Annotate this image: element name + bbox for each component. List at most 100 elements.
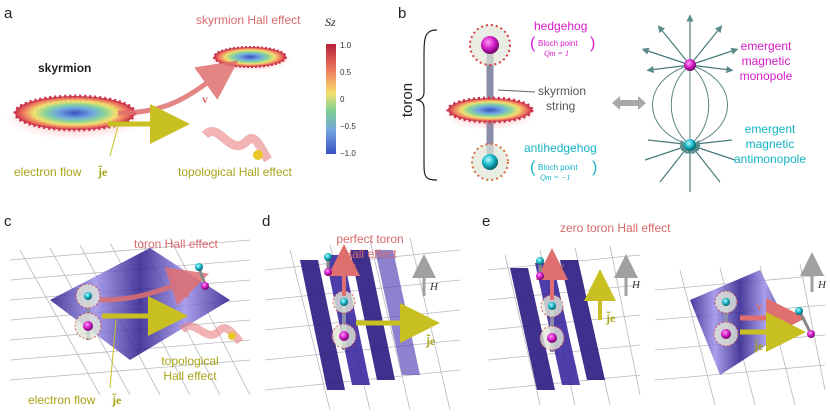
colorbar-title: Sz <box>325 15 336 29</box>
topological-hall-label-a: topological Hall effect <box>178 165 293 179</box>
dumbbell-rod-e2 <box>798 311 812 333</box>
current-symbol-d: j̃e <box>425 334 436 348</box>
antihedgehog-label: antihedgehog <box>524 141 597 155</box>
toron-top-core-c <box>84 292 92 300</box>
bloch-paren-top-open: ( <box>530 35 536 52</box>
cb-tick-4: −1.0 <box>340 149 356 158</box>
electron-flow-leader <box>109 125 119 157</box>
toron-bottom-core-d <box>339 331 349 341</box>
electron-flow-leader-c <box>109 319 117 389</box>
toron-skyrmion-disk <box>448 98 532 122</box>
antihedgehog-spines <box>471 143 509 181</box>
skyrmion-hall-title: skyrmion Hall effect <box>196 13 301 27</box>
dumbbell-cyan-e2 <box>795 307 803 315</box>
toron-bottom-core-e1 <box>547 333 557 343</box>
hedgehog-bloch-point <box>481 36 499 54</box>
dumbbell-magenta-e2 <box>807 330 815 338</box>
topological-label-c-2: Hall effect <box>163 369 217 383</box>
bloch-paren-bottom-open: ( <box>530 159 536 176</box>
panel-letter-d: d <box>262 213 270 230</box>
panel-letter-c: c <box>4 213 12 230</box>
wavy-surface-c <box>50 248 230 360</box>
topological-hall-wave <box>201 127 272 163</box>
zero-toron-title: zero toron Hall effect <box>560 221 671 235</box>
current-symbol-e2: j̃e <box>753 339 764 353</box>
skyrmion-string-label-1: skyrmion <box>538 84 586 98</box>
electron-flow-label-a: electron flow <box>14 165 82 179</box>
cb-tick-0: 1.0 <box>340 41 352 50</box>
electron-flow-label-c: electron flow <box>28 393 96 407</box>
emergent-field-lines <box>652 64 728 146</box>
bloch-paren-top-close: ) <box>590 35 595 52</box>
field-label-e1: H <box>631 279 641 291</box>
toron-label: toron <box>399 83 416 117</box>
skyrmion-disk <box>15 96 135 130</box>
monopole-spikes <box>641 14 739 74</box>
current-symbol-e1: j̃e <box>605 311 616 325</box>
wavy-surface-e <box>690 270 790 375</box>
dumbbell-cyan-e1 <box>536 257 544 265</box>
velocity-label-e1: v <box>558 259 564 273</box>
electron-marker-c <box>228 332 236 340</box>
bloch-point-top: Bloch point <box>538 39 578 48</box>
colorbar <box>326 44 336 154</box>
dumbbell-magenta-d <box>324 268 332 276</box>
skyrmion-label: skyrmion <box>38 61 91 75</box>
velocity-label-d: v <box>350 259 356 273</box>
hedgehog-label: hedgehog <box>534 19 587 33</box>
panel-e: e zero toron Hall effect v j̃e H <box>482 213 827 406</box>
field-label-e2: H <box>817 279 827 291</box>
electron-marker <box>253 150 263 160</box>
velocity-label-a: v <box>202 92 208 106</box>
toron-skyrmion-ring <box>446 96 534 124</box>
toron-top-core-e1 <box>548 302 556 310</box>
dumbbell-cyan-c <box>195 263 203 271</box>
bloch-paren-bottom-close: ) <box>592 159 597 176</box>
antimonopole-spikes <box>644 139 736 192</box>
bloch-point-bottom: Bloch point <box>538 163 578 172</box>
perfect-toron-title-1: perfect toron <box>336 232 403 246</box>
perfect-toron-title-2: Hall effect <box>343 247 397 261</box>
toron-bottom-core-e2 <box>721 329 731 339</box>
panel-letter-e: e <box>482 213 490 230</box>
hedgehog-spines <box>469 24 511 66</box>
dumbbell-magenta-c <box>201 282 209 290</box>
toron-bottom-core-c <box>83 321 93 331</box>
skyrmion-string-label-2: string <box>546 99 575 113</box>
antihedgehog-bloch-point <box>482 154 498 170</box>
equivalence-arrow <box>612 96 646 110</box>
antimonopole-ball <box>684 139 696 151</box>
toron-top-core-d <box>340 298 348 306</box>
cb-tick-1: 0.5 <box>340 68 352 77</box>
toron-hall-title-c: toron Hall effect <box>134 237 218 251</box>
monopole-label-3: monopole <box>740 69 793 83</box>
velocity-label-c: v <box>184 287 190 301</box>
dumbbell-magenta-e1 <box>536 272 544 280</box>
panel-d: d v j̃e H perfect to <box>262 213 461 411</box>
current-symbol-c: j̃e <box>111 393 122 407</box>
panel-letter-b: b <box>398 5 406 22</box>
stripes-d <box>300 250 420 390</box>
antimonopole-label-2: magnetic <box>746 137 795 151</box>
panel-b: b toron skyrmion string hedgehog ( Bloch… <box>398 5 806 192</box>
monopole-ball <box>684 59 696 71</box>
velocity-label-e2: v <box>756 299 762 313</box>
current-symbol-a: j̃e <box>97 165 108 179</box>
topological-label-c-1: topological <box>161 354 218 368</box>
monopole-label-2: magnetic <box>742 54 791 68</box>
panel-a: a skyrmion skyrmion Hall effect v electr… <box>4 5 356 179</box>
stripes-e <box>510 260 605 390</box>
small-skyrmion-ring <box>213 46 287 68</box>
string-leader <box>497 89 536 93</box>
field-label-d: H <box>429 281 439 293</box>
toron-brace <box>415 29 438 181</box>
antimonopole-label-1: emergent <box>745 122 796 136</box>
antimonopole-label-3: antimonopole <box>734 152 806 166</box>
cb-tick-2: 0 <box>340 95 345 104</box>
q-top: Qm = 1 <box>544 49 569 58</box>
monopole-label-1: emergent <box>741 39 792 53</box>
cb-tick-3: −0.5 <box>340 122 356 131</box>
toron-top-core-e2 <box>722 298 730 306</box>
panel-letter-a: a <box>4 5 13 22</box>
